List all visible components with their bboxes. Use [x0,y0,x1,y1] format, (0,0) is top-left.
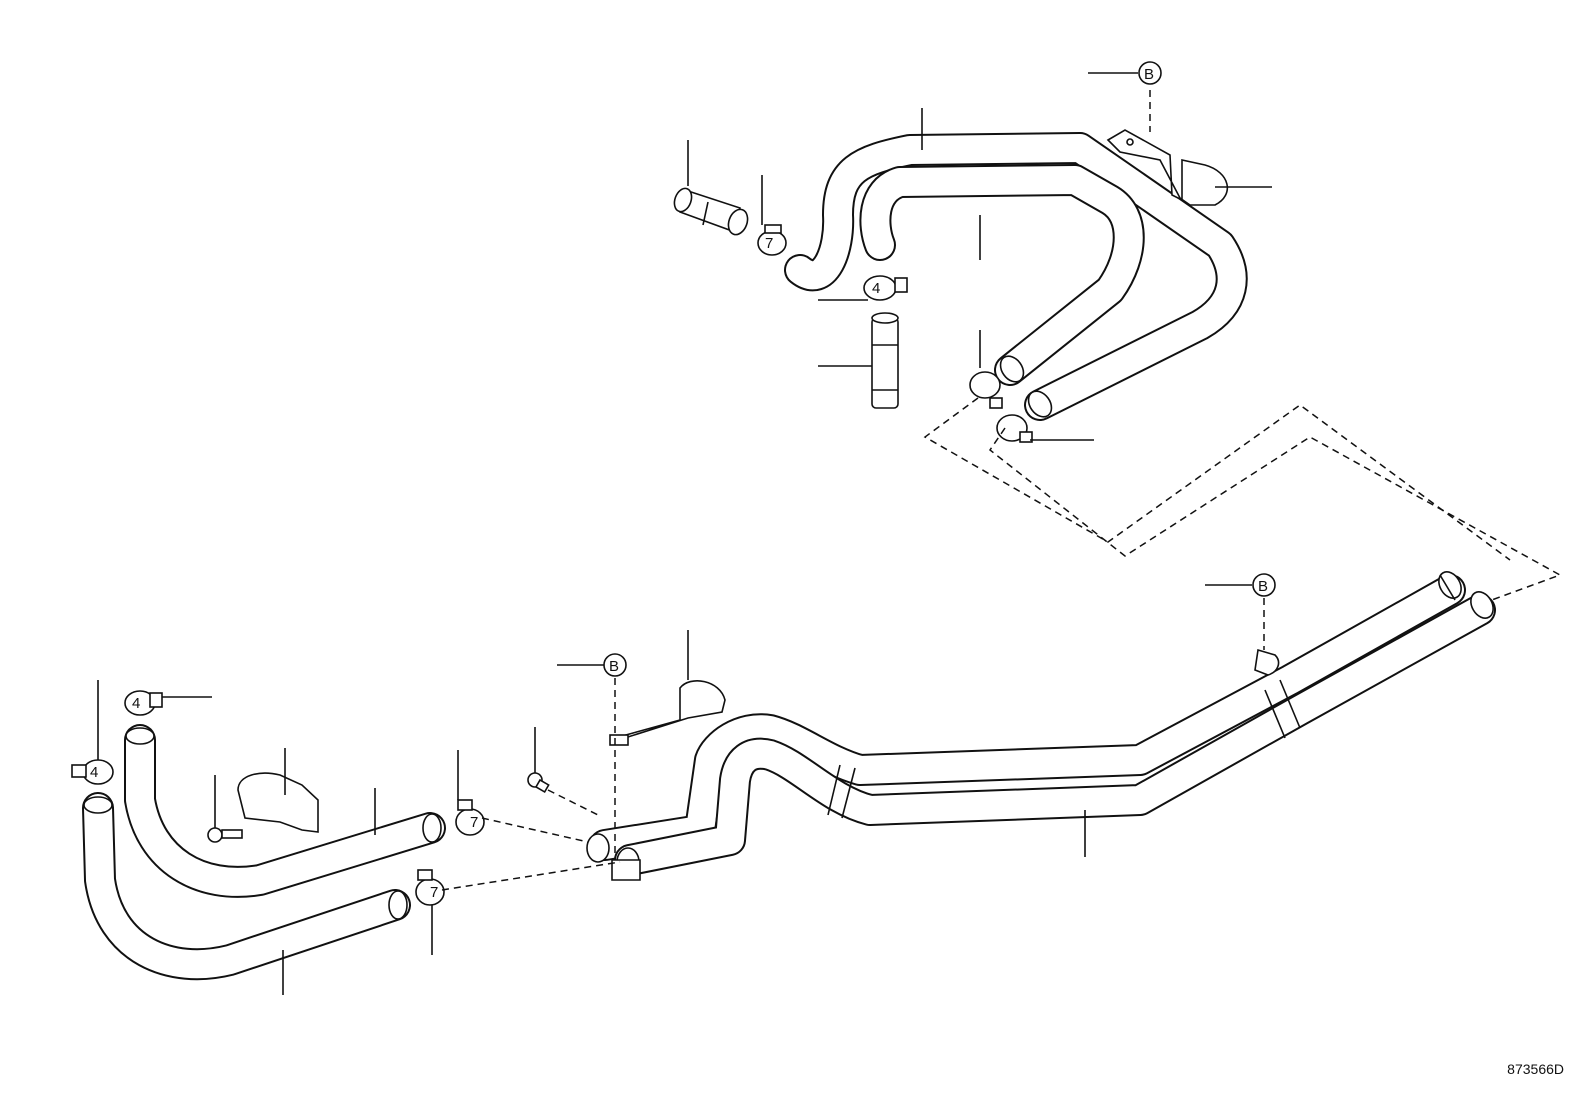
vertical-connector-tube [871,312,899,409]
bolt-left [207,827,243,843]
lower-heater-pipe-assembly [586,571,1496,877]
upper-heater-hose-assembly [784,132,1248,421]
reference-mark-b-right: B [1252,573,1276,597]
upper-leader-lines [687,72,1272,441]
bolt-center [527,772,550,794]
svg-text:B: B [609,658,619,675]
left-hose-bracket [237,772,319,833]
hose-clamp-left-3: 7 [455,799,485,836]
svg-text:7: 7 [765,235,773,252]
svg-text:4: 4 [132,695,140,712]
diagram-id-label: 873566D [1507,1061,1564,1077]
hose-clamp-upper-4 [996,414,1033,443]
lower-hose-bracket-top [609,680,726,746]
hose-clamp-upper-1: 7 [757,224,787,256]
svg-text:B: B [1144,66,1154,83]
dashed-correspondence-lines [923,397,1562,609]
hose-clamp-upper-2: 4 [863,275,908,301]
svg-text:4: 4 [90,764,98,781]
lower-mounting-bracket [611,859,641,881]
right-pipe-bracket [1254,648,1280,676]
upper-connector-pipe [673,187,749,236]
svg-text:7: 7 [470,814,478,831]
reference-mark-b-center: B [603,653,627,677]
svg-text:B: B [1258,578,1268,595]
hose-clamp-left-1: 4 [124,690,163,716]
hose-clamp-left-4: 7 [415,869,445,906]
reference-mark-b-upper: B [1138,61,1162,85]
svg-text:7: 7 [430,884,438,901]
lower-leader-lines [97,584,1265,995]
hose-clamp-upper-3 [969,371,1003,409]
svg-text:4: 4 [872,280,880,297]
upper-hose-bracket [1106,129,1229,206]
left-heater-hoses [82,724,446,981]
hose-clamp-left-2: 4 [71,759,114,785]
